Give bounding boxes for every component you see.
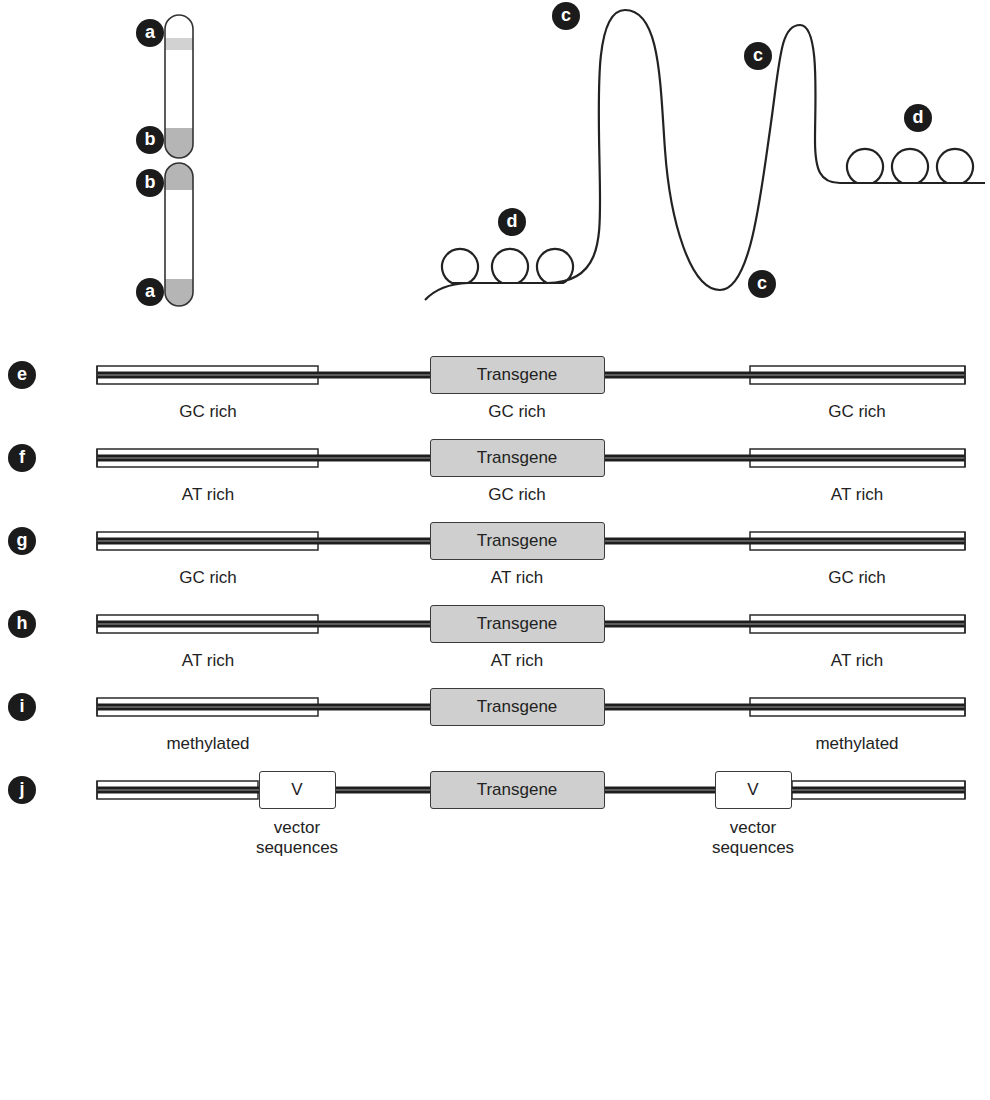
callout-letter: c: [748, 270, 776, 298]
callout-letter: d: [904, 104, 932, 132]
callout-letter: j: [8, 776, 36, 804]
callout-letter: e: [8, 361, 36, 389]
box-text: V: [747, 780, 758, 800]
box-text: Transgene: [477, 365, 558, 385]
box-text: Transgene: [477, 448, 558, 468]
region-label: vector sequences: [250, 818, 345, 857]
chromatin-fibre: [425, 10, 985, 300]
callout-letter: c: [744, 42, 772, 70]
chromosome: [160, 15, 200, 163]
callout-letter: f: [8, 444, 36, 472]
chromosome-outline: [165, 163, 193, 306]
vector-box: V: [259, 771, 336, 809]
transgene-box: Transgene: [430, 771, 605, 809]
region-label: AT rich: [491, 651, 543, 671]
region-label: AT rich: [831, 485, 883, 505]
region-label: AT rich: [491, 568, 543, 588]
region-label: GC rich: [488, 485, 546, 505]
box-text: V: [291, 780, 302, 800]
box-text: Transgene: [477, 780, 558, 800]
transgene-box: Transgene: [430, 605, 605, 643]
box-text: Transgene: [477, 697, 558, 717]
transgene-box: Transgene: [430, 688, 605, 726]
vector-box: V: [715, 771, 792, 809]
chromosome-band: [165, 38, 193, 50]
callout-letter: d: [498, 208, 526, 236]
callout-letter: h: [8, 610, 36, 638]
region-label: GC rich: [828, 568, 886, 588]
construct-rows: [97, 366, 965, 799]
callout-letter: b: [136, 169, 164, 197]
callout-letter: a: [136, 19, 164, 47]
region-label: methylated: [815, 734, 898, 754]
region-label: GC rich: [828, 402, 886, 422]
transgene-box: Transgene: [430, 522, 605, 560]
box-text: Transgene: [477, 531, 558, 551]
chromosome-outline: [165, 15, 193, 158]
region-label: AT rich: [182, 651, 234, 671]
dna-bar: [97, 366, 965, 799]
region-label: GC rich: [179, 402, 237, 422]
transgene-box: Transgene: [430, 356, 605, 394]
callout-letter: g: [8, 527, 36, 555]
callout-letter: a: [136, 278, 164, 306]
callout-letter: i: [8, 693, 36, 721]
region-label: AT rich: [182, 485, 234, 505]
region-label: GC rich: [488, 402, 546, 422]
box-text: Transgene: [477, 614, 558, 634]
transgene-box: Transgene: [430, 439, 605, 477]
region-label: vector sequences: [706, 818, 801, 857]
region-label: methylated: [166, 734, 249, 754]
region-label: AT rich: [831, 651, 883, 671]
chromosome: [160, 158, 200, 311]
region-label: GC rich: [179, 568, 237, 588]
callout-letter: c: [552, 2, 580, 30]
callout-letter: b: [136, 126, 164, 154]
